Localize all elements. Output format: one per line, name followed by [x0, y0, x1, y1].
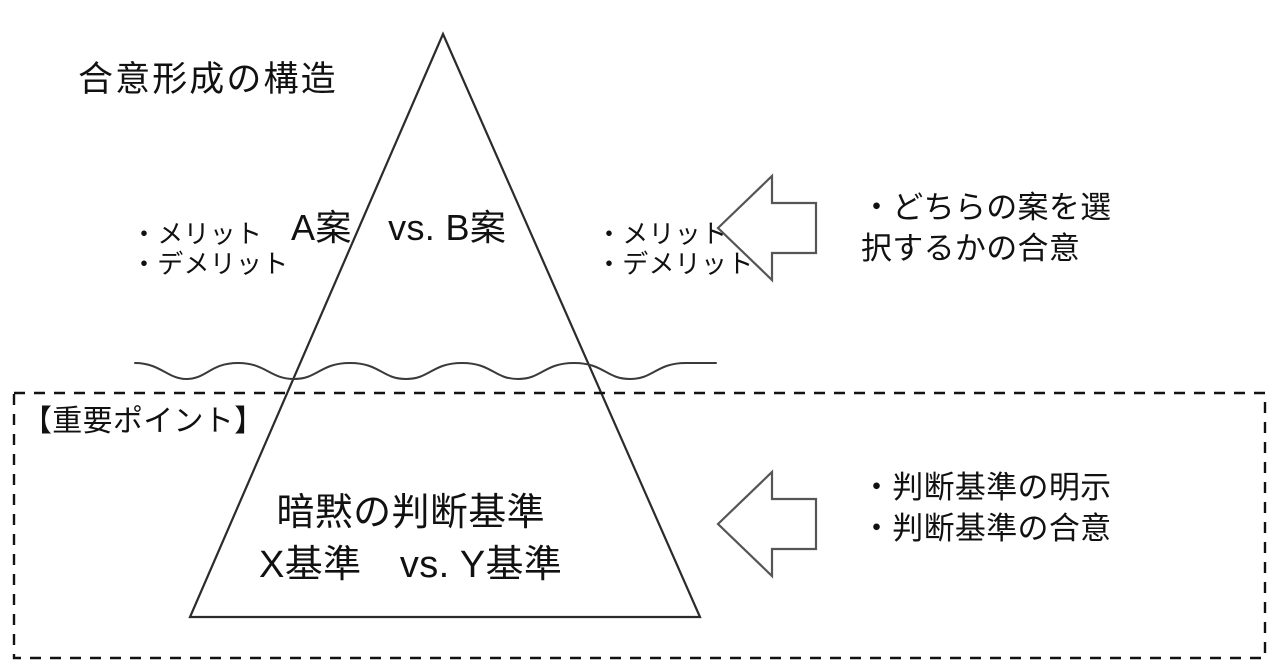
upper-proposals-label: A案 vs. B案	[291, 207, 507, 248]
upper-right-notes: ・メリット ・デメリット	[596, 219, 754, 280]
upper-callout-text: ・どちらの案を選 択するかの合意	[861, 190, 1112, 266]
lower-callout-text: ・判断基準の明示 ・判断基準の合意	[861, 470, 1112, 546]
lower-criteria-label: 暗黙の判断基準 X基準 vs. Y基準	[259, 492, 563, 587]
diagram-title: 合意形成の構造	[78, 60, 338, 99]
upper-left-notes: ・メリット ・デメリット	[131, 219, 289, 280]
lower-left-arrow-icon	[716, 469, 818, 579]
wavy-waterline	[134, 361, 717, 381]
important-point-badge: 【重要ポイント】	[22, 405, 265, 438]
